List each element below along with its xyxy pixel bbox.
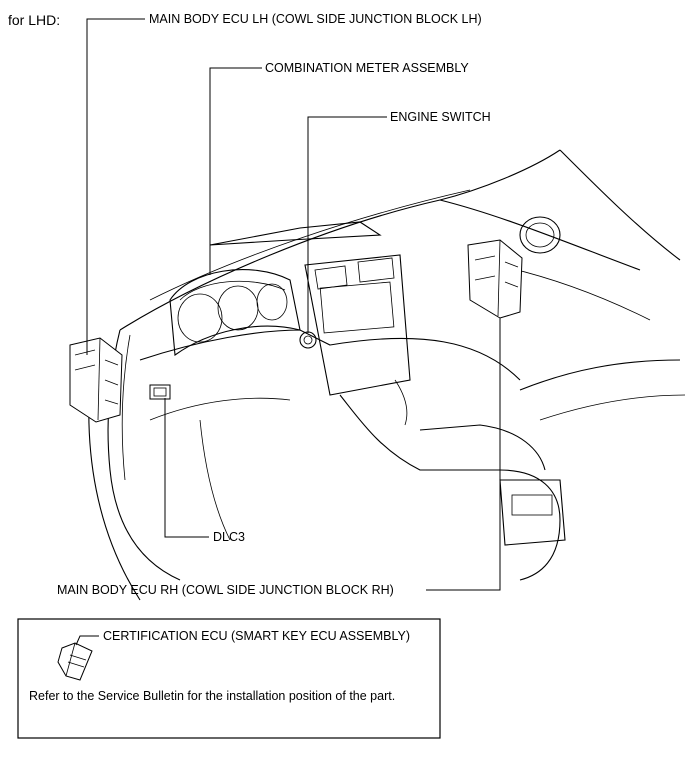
leader-lines (86, 18, 501, 591)
main-body-ecu-rh-part (467, 239, 523, 319)
main-body-ecu-lh-part (69, 337, 123, 423)
combination-meter-label: COMBINATION METER ASSEMBLY (265, 61, 469, 75)
dlc3-part (149, 384, 171, 400)
right-vent-drawing (519, 216, 561, 254)
main-body-ecu-rh-label: MAIN BODY ECU RH (COWL SIDE JUNCTION BLO… (57, 583, 394, 597)
note-box (17, 618, 441, 739)
center-console-drawing (299, 254, 566, 581)
page-heading: for LHD: (8, 12, 61, 28)
certification-ecu-icon (57, 635, 99, 681)
dlc3-label: DLC3 (213, 530, 245, 544)
certification-ecu-label: CERTIFICATION ECU (SMART KEY ECU ASSEMBL… (103, 629, 411, 643)
combination-meter-drawing (169, 269, 301, 357)
main-body-ecu-lh-label: MAIN BODY ECU LH (COWL SIDE JUNCTION BLO… (149, 12, 482, 26)
note-text: Refer to the Service Bulletin for the in… (29, 689, 396, 703)
dashboard-outline (88, 149, 686, 601)
engine-switch-label: ENGINE SWITCH (390, 110, 491, 124)
